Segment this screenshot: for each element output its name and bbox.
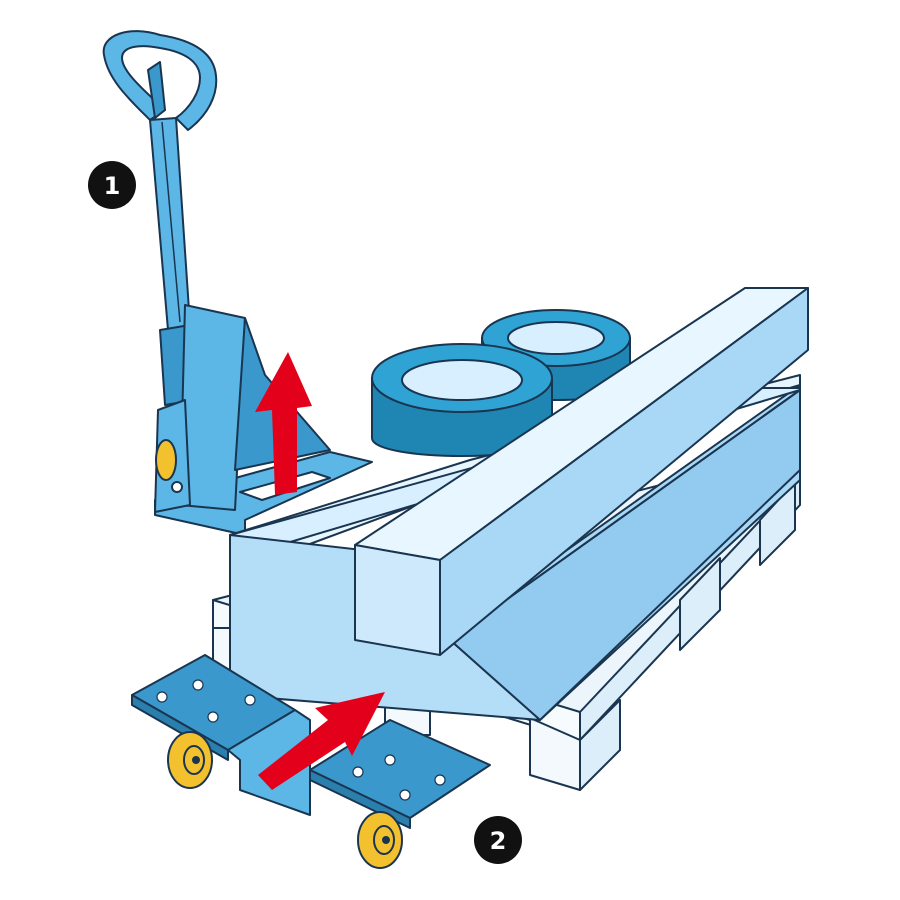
pallet-side-leg-1 — [679, 557, 721, 651]
handle-trigger — [147, 61, 166, 119]
front-wheel-right — [357, 811, 403, 869]
step-marker-2: 2 — [474, 816, 522, 864]
fork-channel — [227, 709, 311, 816]
fork-tips — [131, 654, 491, 869]
step-marker-1-label: 1 — [104, 172, 121, 200]
step-marker-2-label: 2 — [490, 827, 507, 855]
handle-shaft — [149, 117, 191, 331]
bolt-holes — [156, 679, 446, 801]
front-wheel-left — [167, 731, 213, 789]
handle-rod — [161, 121, 181, 323]
step-marker-1: 1 — [88, 161, 136, 209]
pump-housing-side — [234, 317, 331, 471]
lift-arrow — [255, 352, 312, 495]
handle-grip — [102, 30, 218, 131]
tire-front — [371, 343, 553, 457]
pump-pivot — [171, 481, 183, 493]
slide-arrow — [258, 692, 385, 790]
steering-wheel — [155, 439, 177, 481]
beam-upper — [354, 287, 809, 656]
jack-handle — [102, 30, 331, 513]
beam-upper-front — [354, 544, 441, 656]
pallet-block-corner-side — [579, 699, 621, 791]
